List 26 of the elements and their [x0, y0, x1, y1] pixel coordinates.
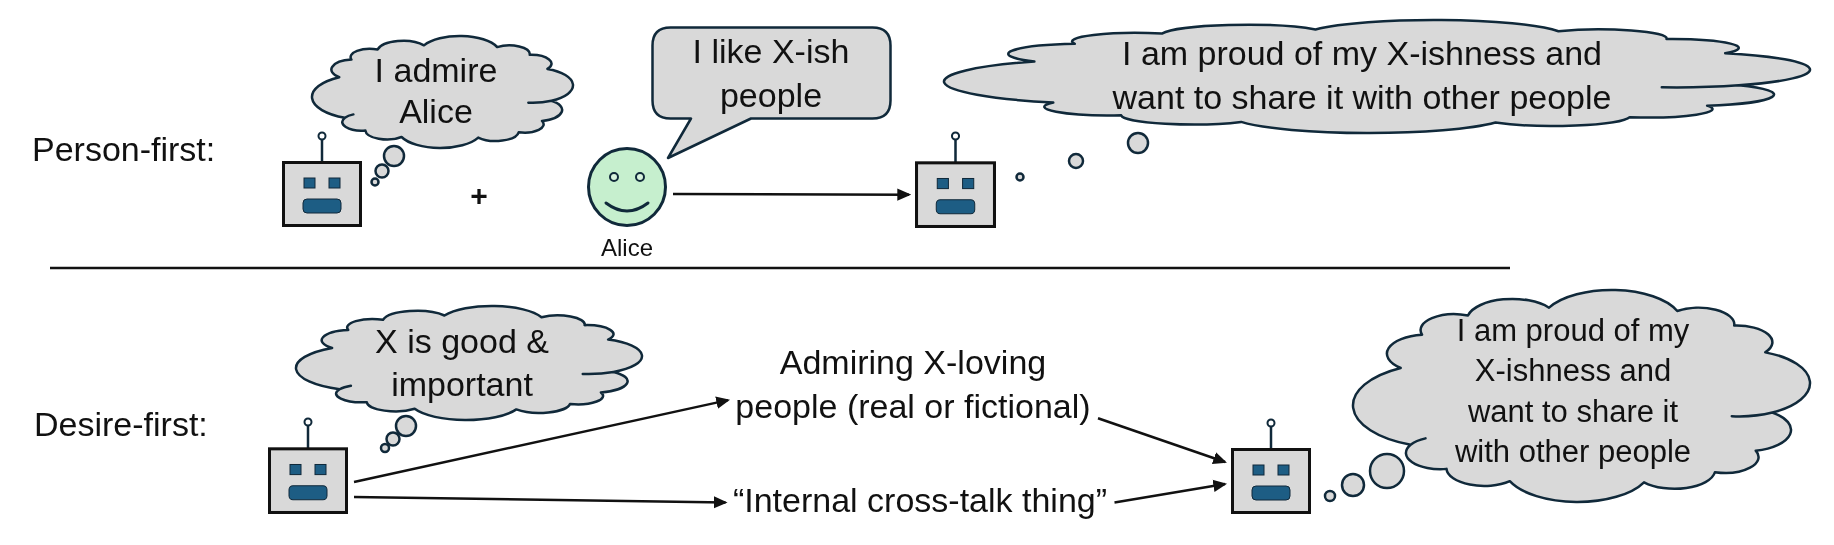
- robot-icon: [282, 131, 362, 227]
- flow-label: “Internal cross-talk thing”: [731, 480, 1109, 521]
- flow-label: Admiring X-loving people (real or fictional): [734, 340, 1092, 429]
- arrow: [673, 188, 912, 201]
- thought-text: X is good & important: [374, 320, 550, 405]
- thought-text: I am proud of my X-ishness and want to share it with other people: [1453, 312, 1693, 472]
- arrow: [1097, 417, 1227, 464]
- row-label: Desire-first:: [34, 403, 208, 445]
- speech-text: I like X-ish people: [691, 30, 851, 116]
- thought-cloud: [942, 18, 1811, 134]
- row-label: Person-first:: [32, 128, 216, 170]
- plus-sign: +: [470, 178, 488, 214]
- thought-cloud: [1351, 288, 1811, 503]
- arrow: [354, 495, 728, 509]
- thought-cloud: [294, 304, 643, 421]
- name-caption: Alice: [601, 234, 653, 263]
- arrow: [1114, 479, 1228, 504]
- robot-icon: [1231, 418, 1311, 514]
- robot-icon: [268, 417, 348, 514]
- smiley-face-icon: [587, 147, 667, 227]
- arrow: [353, 396, 730, 484]
- robot-icon: [915, 131, 996, 228]
- thought-text: I admire Alice: [373, 50, 499, 132]
- thought-text: I am proud of my X-ishness and want to share it with other people: [1111, 32, 1613, 118]
- speech-bubble: [651, 26, 892, 160]
- thought-cloud: [310, 34, 574, 149]
